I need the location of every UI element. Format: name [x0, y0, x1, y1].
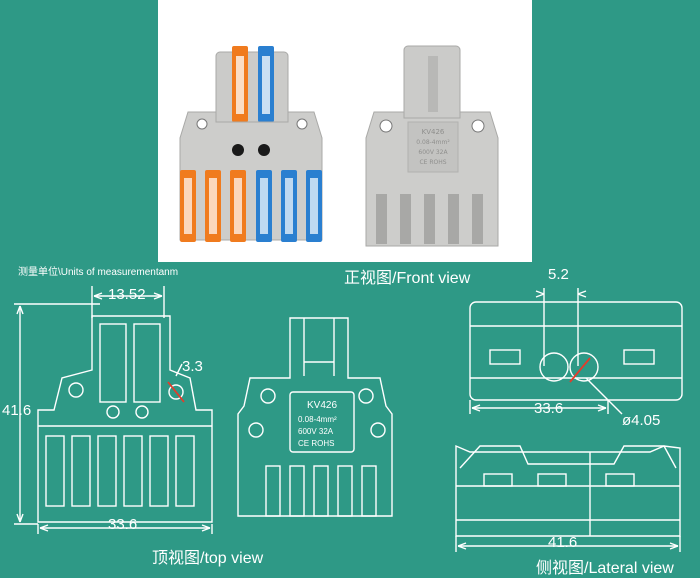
connector-photo-top: [179, 46, 323, 242]
marking-range: 0.08-4mm²: [298, 415, 337, 424]
dim-upper-width-label: 33.6: [534, 400, 564, 417]
lateral-view-upper-drawing: [469, 288, 683, 415]
dim-spacing-label: 5.2: [548, 266, 569, 283]
lateral-view-title: 侧视图/Lateral view: [536, 560, 674, 577]
dim-width-label: 33.6: [108, 516, 138, 533]
dim-diameter-label: ø4.05: [622, 412, 661, 429]
photo-marking-range: 0.08-4mm²: [416, 139, 450, 146]
photo-marking-cert: CE ROHS: [419, 159, 446, 166]
front-view-marking: KV426 0.08-4mm² 600V 32A CE ROHS: [298, 400, 337, 448]
product-photo: KV426 0.08-4mm² 600V 32A CE ROHS: [179, 45, 499, 247]
output-levers: [180, 170, 322, 242]
photo-marking-rating: 600V 32A: [418, 149, 448, 156]
dim-hole-label: 3.3: [182, 358, 203, 375]
front-view-title: 正视图/Front view: [344, 270, 471, 287]
top-view-drawing: [14, 286, 213, 534]
product-photo-panel: KV426 0.08-4mm² 600V 32A CE ROHS: [158, 0, 532, 262]
marking-model: KV426: [307, 400, 337, 411]
marking-cert: CE ROHS: [298, 439, 334, 448]
top-view-title: 顶视图/top view: [152, 550, 264, 567]
front-view-drawing: [237, 317, 393, 517]
lateral-view-lower-drawing: [455, 444, 681, 552]
connector-photo-front: KV426 0.08-4mm² 600V 32A CE ROHS: [365, 45, 499, 247]
dim-height-label: 41.6: [2, 402, 32, 419]
photo-marking-model: KV426: [422, 128, 445, 136]
dim-pitch-label: 13.52: [108, 286, 146, 303]
units-label: 测量单位\Units of measurementanm: [18, 267, 179, 278]
marking-rating: 600V 32A: [298, 427, 334, 436]
dim-lower-width-label: 41.6: [548, 534, 578, 551]
